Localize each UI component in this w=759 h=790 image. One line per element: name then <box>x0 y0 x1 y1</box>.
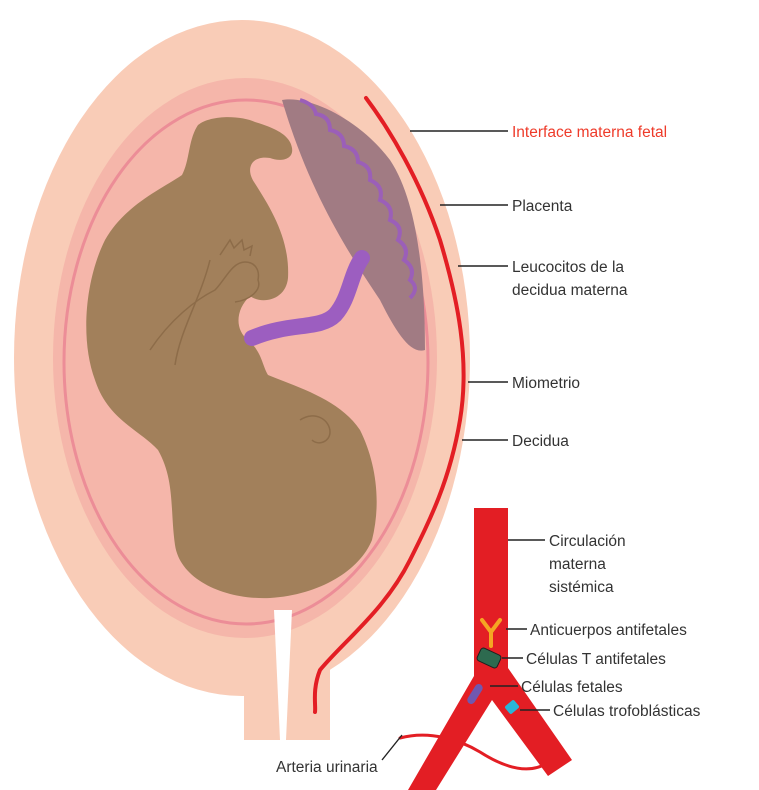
label-leucocitos-line1: Leucocitos de la <box>512 259 624 276</box>
systemic-circulation-vessel <box>408 508 572 790</box>
label-anticuerpos-antifetales: Anticuerpos antifetales <box>530 622 687 639</box>
label-interface-materna-fetal: Interface materna fetal <box>512 124 667 141</box>
label-celulas-trofoblasticas: Células trofoblásticas <box>553 703 701 720</box>
leader-arteria <box>382 735 402 760</box>
label-leucocitos-line2: decidua materna <box>512 282 628 299</box>
label-circulacion-line2: materna <box>549 556 606 573</box>
label-celulas-t-antifetales: Células T antifetales <box>526 651 666 668</box>
label-circulacion-line1: Circulación <box>549 533 626 550</box>
label-miometrio: Miometrio <box>512 375 580 392</box>
label-placenta: Placenta <box>512 198 573 215</box>
label-circulacion-line3: sistémica <box>549 579 614 596</box>
label-arteria-urinaria: Arteria urinaria <box>276 759 378 776</box>
label-decidua: Decidua <box>512 433 569 450</box>
vessel-trunk-and-branches <box>408 508 572 790</box>
label-celulas-fetales: Células fetales <box>521 679 623 696</box>
